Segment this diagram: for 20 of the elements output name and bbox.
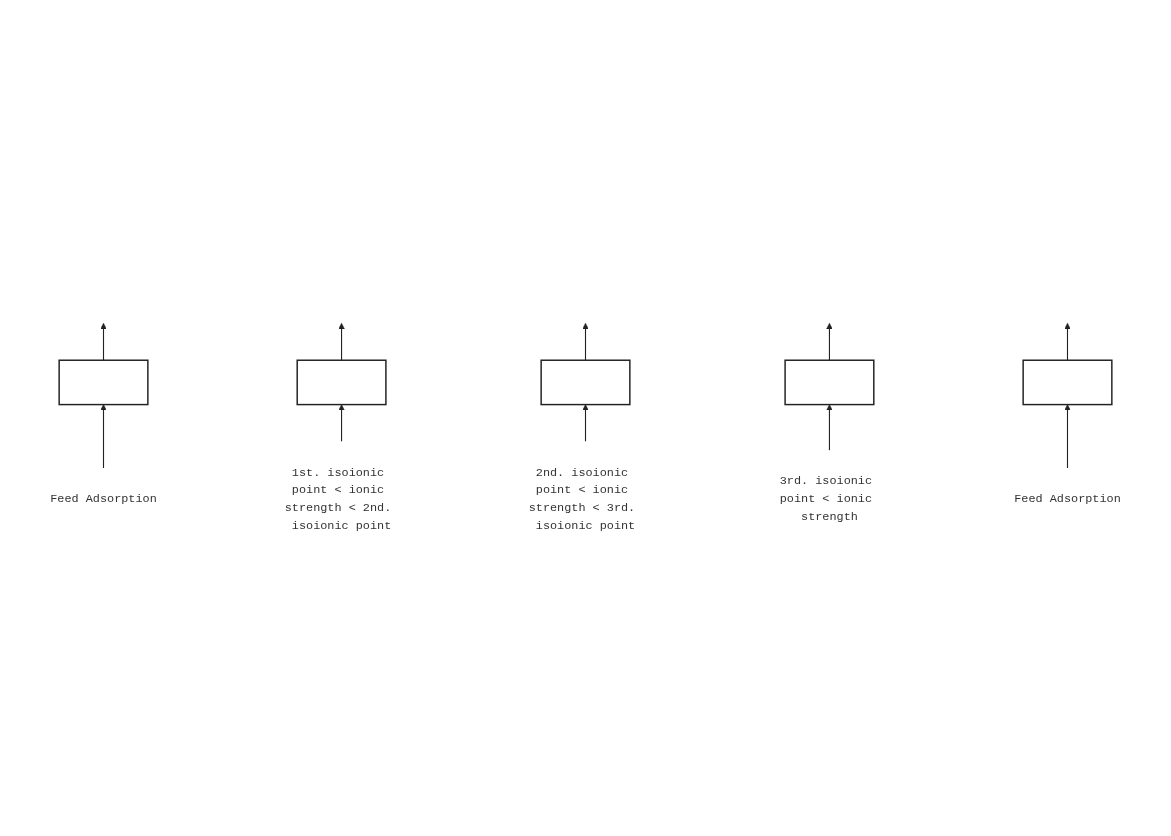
node-box [58,359,149,406]
arrow [1064,404,1071,469]
arrow [582,323,589,361]
node-box [784,359,875,406]
node-box [296,359,387,406]
arrow [826,404,833,452]
node-text: 1st. isoionic point < ionic strength < 2nd. isoionic point [284,466,392,533]
node-text: Feed Adsorption [50,492,157,506]
node-text: 3rd. isoionic point < ionic strength [779,474,873,524]
arrow [338,323,345,361]
arrow [100,323,107,361]
node-text: 2nd. isoionic point < ionic strength < 3rd. isoionic point [528,466,636,533]
node-text: Feed Adsorption [1014,492,1121,506]
arrow [826,323,833,361]
node-box [540,359,631,406]
arrow [100,404,107,469]
arrow [1064,323,1071,361]
arrow [582,404,589,443]
node-box [1022,359,1113,406]
arrow [338,404,345,443]
